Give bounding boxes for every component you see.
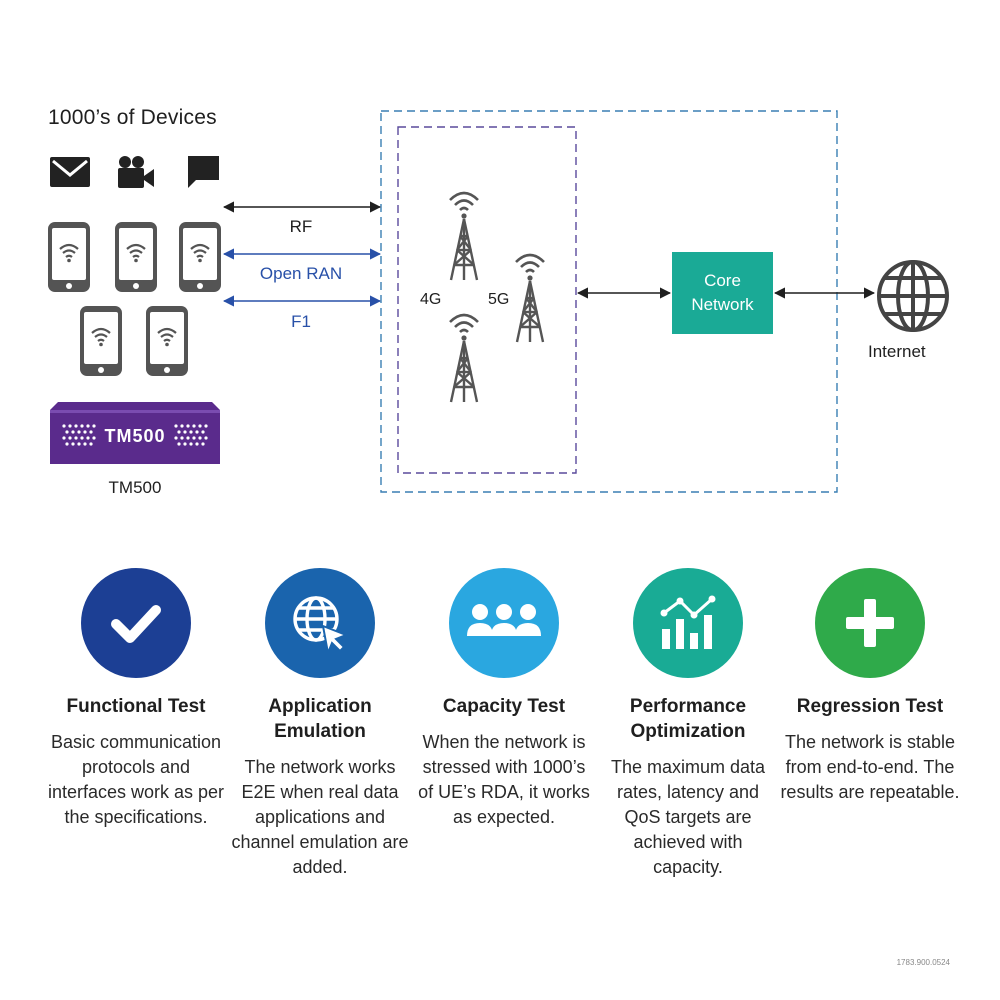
test-title: Performance Optimization (629, 696, 747, 742)
email-icon (50, 157, 90, 187)
core-network-box: Core Network (672, 252, 773, 334)
test-title: Capacity Test (442, 696, 566, 717)
test-circle (633, 568, 743, 678)
devices-title: 1000’s of Devices (48, 106, 217, 129)
video-camera-icon (118, 156, 154, 188)
test-description: The network is stable from end-to-end. T… (780, 732, 960, 802)
internet-label: Internet (868, 342, 926, 361)
globe-cursor-icon (293, 596, 349, 655)
test-circle (449, 568, 559, 678)
rf-label: RF (289, 217, 313, 236)
cell-tower-icon (514, 253, 546, 344)
test-title: Regression Test (796, 696, 944, 717)
test-circle (815, 568, 925, 678)
tm500-badge-text: TM500 (104, 426, 165, 446)
f1-label: F1 (291, 312, 311, 331)
test-description: The network works E2E when real data app… (231, 757, 409, 877)
test-circle (81, 568, 191, 678)
5g-label: 5G (488, 291, 510, 308)
test-title: Functional Test (66, 696, 206, 717)
test-circle (265, 568, 375, 678)
tm500-device: TM500 (50, 402, 220, 464)
network-diagram (222, 110, 949, 493)
users-icon (467, 604, 541, 636)
test-description: When the network is stressed with 1000’s… (418, 732, 590, 827)
cell-tower-icon (448, 191, 480, 282)
globe-icon (877, 260, 949, 332)
plus-icon (846, 599, 894, 647)
tm500-caption: TM500 (108, 478, 162, 497)
cell-tower-icon (448, 313, 480, 404)
test-description: The maximum data rates, latency and QoS … (610, 757, 766, 877)
test-description: Basic communication protocols and interf… (47, 732, 225, 827)
4g-label: 4G (420, 291, 442, 308)
checkmark-icon (111, 605, 161, 643)
test-regression: Regression Test The network is stable fr… (780, 568, 960, 805)
document-id: 1783.900.0524 (896, 958, 950, 967)
open-ran-label: Open RAN (259, 264, 343, 283)
test-capacity: Capacity Test When the network is stress… (414, 568, 594, 830)
ran-boundary (397, 126, 577, 474)
test-application-emulation: Application Emulation The network works … (230, 568, 410, 880)
bar-chart-trend-icon (660, 595, 716, 649)
test-functional: Functional Test Basic communication prot… (46, 568, 226, 830)
test-title: Application Emulation (268, 696, 372, 742)
test-performance-optimization: Performance Optimization The maximum dat… (598, 568, 778, 880)
chat-bubble-icon (188, 156, 219, 188)
